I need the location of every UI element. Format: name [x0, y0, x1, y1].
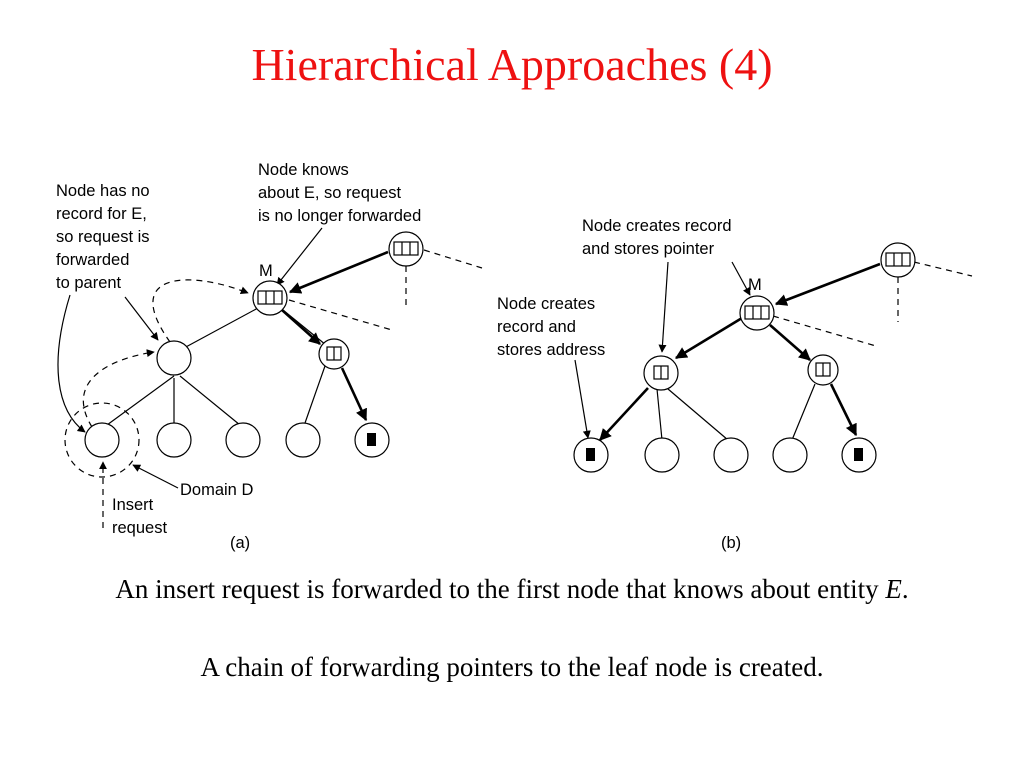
- annotation-leaders-b: [574, 261, 751, 439]
- pointer-arrows-b: [599, 262, 881, 441]
- request-paths-a: [82, 279, 249, 528]
- record-icon-child-right-a: [326, 346, 342, 361]
- node-m-a: [252, 280, 288, 316]
- entity-icon-b-right: [854, 448, 863, 461]
- domain-d-label: Domain D: [180, 481, 253, 499]
- caption-line1-end: .: [901, 574, 909, 604]
- caption-line1-text: An insert request is forwarded to the fi…: [115, 574, 886, 604]
- tree-nodes-b: [573, 242, 916, 473]
- leaf-node-a-2: [156, 422, 192, 458]
- node-child-left-a: [156, 340, 192, 376]
- note-creates-pointer: Node creates record and stores pointer: [582, 217, 736, 258]
- record-icon-top-right-a: [393, 241, 419, 256]
- diagram-b: M Node creates record and stores pointer…: [497, 217, 973, 552]
- node-m-label-a: M: [259, 262, 273, 280]
- leaf-node-a-4: [285, 422, 321, 458]
- leaf-node-b-4: [772, 437, 808, 473]
- leaf-node-b-3: [713, 437, 749, 473]
- caption-pointer-chain: A chain of forwarding pointers to the le…: [200, 652, 824, 682]
- leaf-node-a-3: [225, 422, 261, 458]
- record-icon-child-right-b: [815, 362, 831, 377]
- leaf-node-a-1: [84, 422, 120, 458]
- entity-icon-a: [367, 433, 376, 446]
- record-icon-top-right-b: [885, 252, 911, 267]
- node-top-right-b: [880, 242, 916, 278]
- record-icon-child-left-b: [653, 365, 669, 380]
- diagram-a-label: (a): [230, 534, 250, 552]
- node-m-b: [739, 295, 775, 331]
- note-creates-address: Node creates record and stores address: [497, 295, 605, 359]
- note-knows-about-e: Node knows about E, so request is no lon…: [258, 161, 421, 225]
- tree-edges-b: [656, 261, 973, 441]
- hierarchical-location-diagram: M Node has no record for E, so request i…: [56, 161, 973, 552]
- entity-icon-b-left: [586, 448, 595, 461]
- tree-edges-a: [106, 249, 483, 426]
- diagram-b-label: (b): [721, 534, 741, 552]
- insert-request-label: Insert request: [112, 496, 167, 537]
- leaf-node-b-2: [644, 437, 680, 473]
- caption-insert-request: An insert request is forwarded to the fi…: [60, 572, 964, 606]
- node-m-label-b: M: [748, 276, 762, 294]
- annotation-leaders-a: [57, 227, 323, 489]
- record-icon-m-a: [257, 290, 283, 305]
- slide-title: Hierarchical Approaches (4): [251, 39, 773, 90]
- diagram-a: M Node has no record for E, so request i…: [56, 161, 483, 552]
- domain-d-boundary: [64, 402, 140, 478]
- forwarding-arrows-a: [281, 250, 389, 422]
- note-no-record: Node has no record for E, so request is …: [56, 182, 154, 292]
- node-top-right-a: [388, 231, 424, 267]
- record-icon-m-b: [744, 305, 770, 320]
- caption-entity-name: E: [885, 574, 902, 604]
- tree-nodes-a: [84, 231, 424, 458]
